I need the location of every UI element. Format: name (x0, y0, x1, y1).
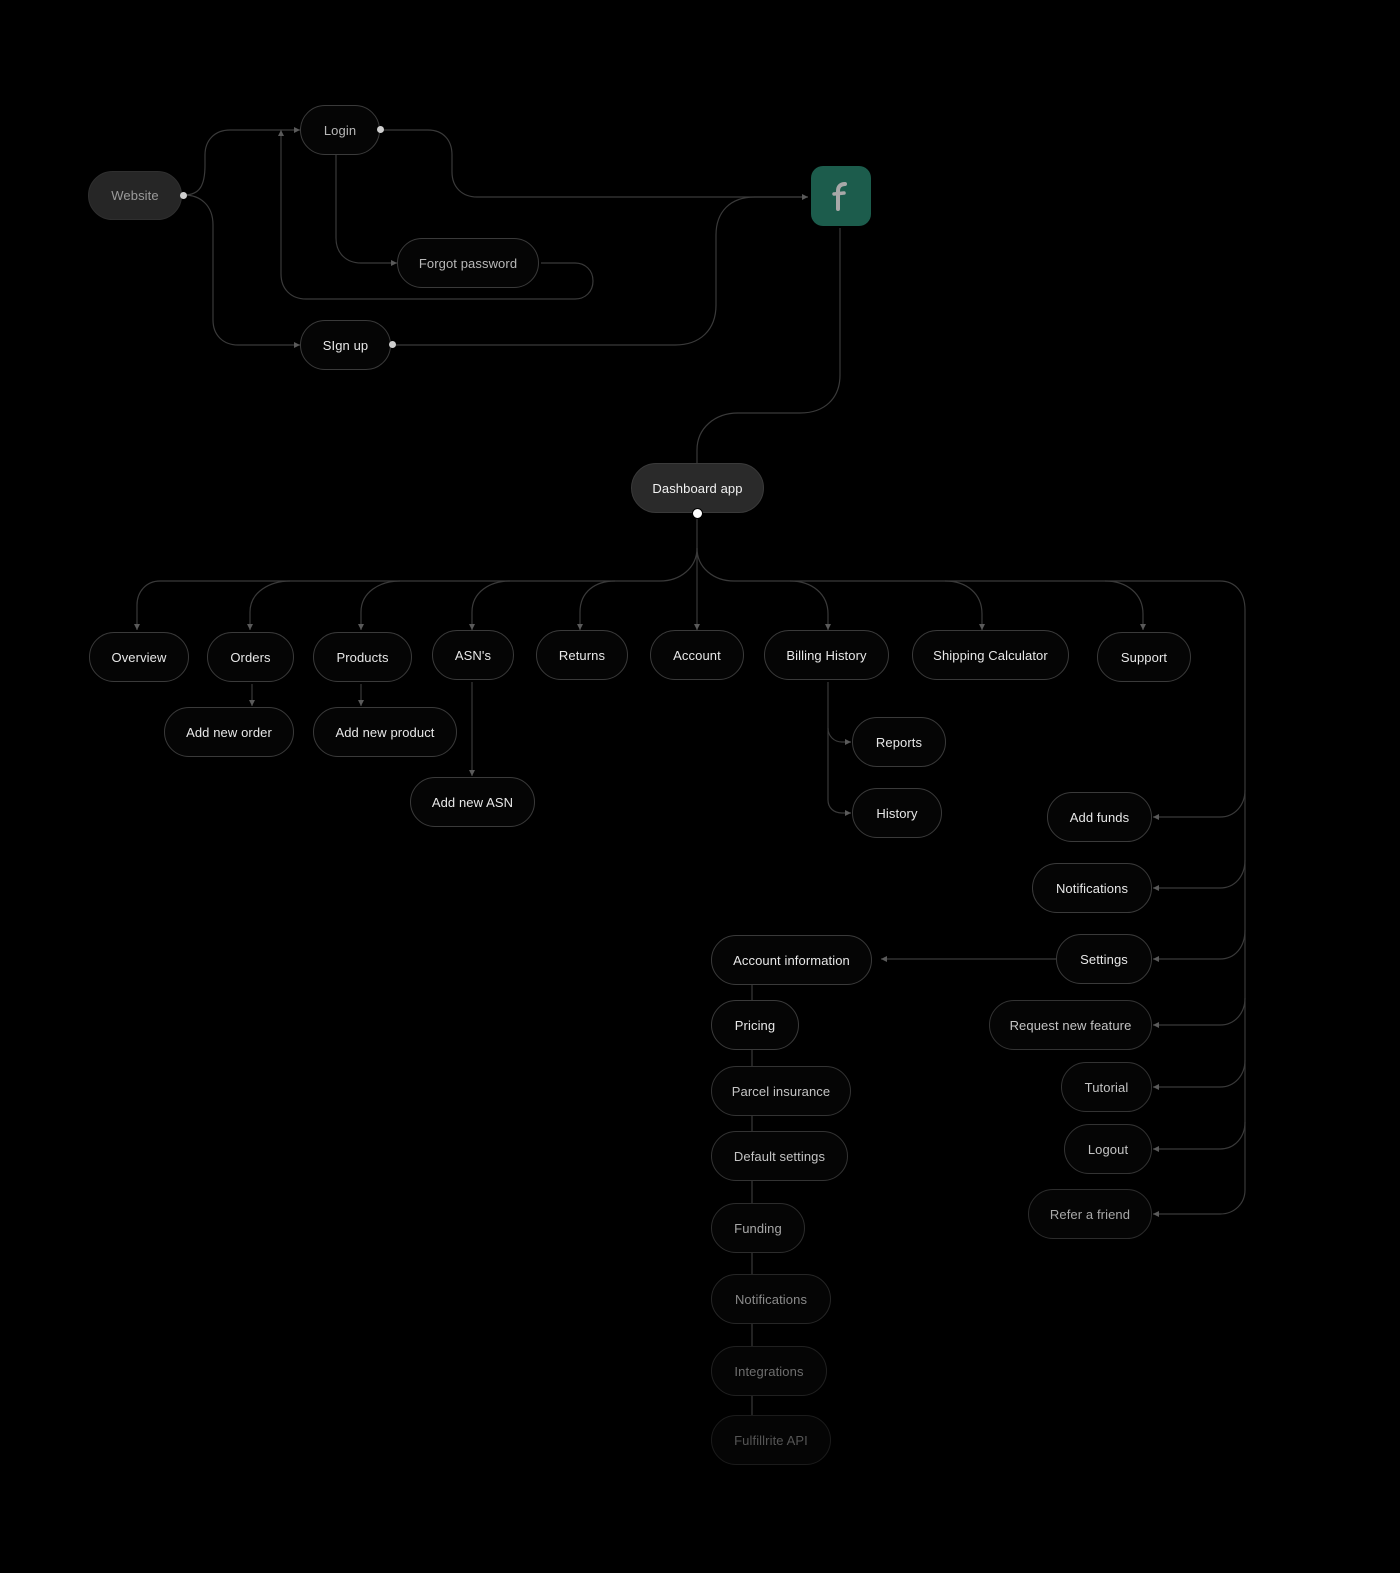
edge-website-login (183, 129, 300, 196)
logout-node[interactable]: Logout (1064, 1124, 1152, 1174)
add-new-order-node[interactable]: Add new order (164, 707, 294, 757)
settings-notifications-node[interactable]: Notifications (711, 1274, 831, 1324)
reports-node[interactable]: Reports (852, 717, 946, 767)
funding-node[interactable]: Funding (711, 1203, 805, 1253)
nav-returns[interactable]: Returns (536, 630, 628, 680)
edge-signup-logo (393, 196, 808, 346)
fulfillrite-logo-icon (811, 166, 871, 226)
dashboard-connector-dot (692, 508, 703, 519)
nav-account[interactable]: Account (650, 630, 744, 680)
nav-shipping-calculator[interactable]: Shipping Calculator (912, 630, 1069, 680)
edge-forgot-loop (280, 130, 594, 300)
edge-dashboard-bus (136, 515, 698, 630)
refer-a-friend-node[interactable]: Refer a friend (1028, 1189, 1152, 1239)
nav-billing-history[interactable]: Billing History (764, 630, 889, 680)
nav-orders[interactable]: Orders (207, 632, 294, 682)
edge-logo-dashboard (696, 228, 841, 463)
nav-asns[interactable]: ASN's (432, 630, 514, 680)
website-node[interactable]: Website (88, 171, 182, 220)
dashboard-app-node[interactable]: Dashboard app (631, 463, 764, 513)
request-new-feature-node[interactable]: Request new feature (989, 1000, 1152, 1050)
notifications-node[interactable]: Notifications (1032, 863, 1152, 913)
edge-login-logo (381, 129, 808, 198)
login-connector-dot (377, 126, 384, 133)
add-new-product-node[interactable]: Add new product (313, 707, 457, 757)
signup-connector-dot (389, 341, 396, 348)
nav-support[interactable]: Support (1097, 632, 1191, 682)
login-node[interactable]: Login (300, 105, 380, 155)
nav-overview[interactable]: Overview (89, 632, 189, 682)
edge-website-signup (183, 194, 300, 346)
add-new-asn-node[interactable]: Add new ASN (410, 777, 535, 827)
sign-up-node[interactable]: SIgn up (300, 320, 391, 370)
integrations-node[interactable]: Integrations (711, 1346, 827, 1396)
add-funds-node[interactable]: Add funds (1047, 792, 1152, 842)
nav-products[interactable]: Products (313, 632, 412, 682)
edge-login-forgot (335, 155, 397, 264)
default-settings-node[interactable]: Default settings (711, 1131, 848, 1181)
pricing-node[interactable]: Pricing (711, 1000, 799, 1050)
history-node[interactable]: History (852, 788, 942, 838)
forgot-password-node[interactable]: Forgot password (397, 238, 539, 288)
tutorial-node[interactable]: Tutorial (1061, 1062, 1152, 1112)
account-information-node[interactable]: Account information (711, 935, 872, 985)
settings-node[interactable]: Settings (1056, 934, 1152, 984)
parcel-insurance-node[interactable]: Parcel insurance (711, 1066, 851, 1116)
website-connector-dot (180, 192, 187, 199)
fulfillrite-api-node[interactable]: Fulfillrite API (711, 1415, 831, 1465)
